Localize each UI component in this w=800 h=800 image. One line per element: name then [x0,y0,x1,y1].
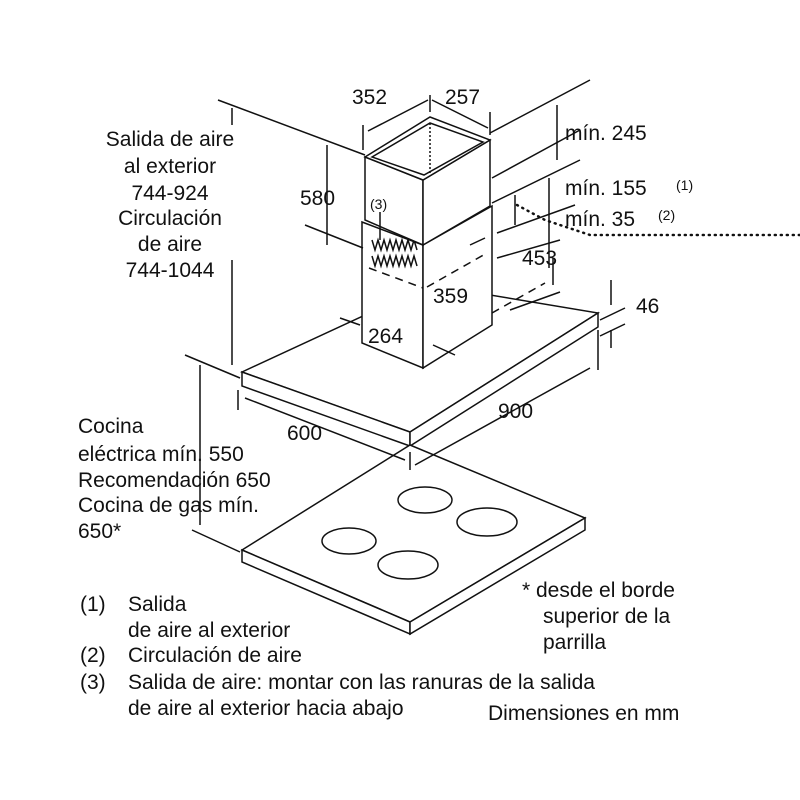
footnote-ref-2: (2) [658,207,675,223]
label-line: Cocina de gas mín. [78,494,259,517]
dim-453: 453 [522,247,557,270]
burner [321,527,377,555]
chimney-height-label: Salida de aire al exterior 744-924 Circu… [106,128,234,282]
legend-text: Salida [128,593,187,616]
units-note: Dimensiones en mm [488,702,679,725]
dim-46: 46 [636,295,659,318]
legend-text: de aire al exterior hacia abajo [128,697,404,720]
label-line: de aire [138,233,202,256]
chimney-lower [361,204,546,370]
dimension-lines [184,79,800,553]
dim-900: 900 [498,400,533,423]
legend-text: Circulación de aire [128,644,302,667]
footnote-ref-1: (1) [676,177,693,193]
star-footnote: * desde el borde superior de la parrilla [522,579,675,654]
label-line: 744-1044 [126,259,215,282]
label-line: Cocina [78,415,144,438]
dim-min-155: mín. 155 [565,177,647,200]
label-line: Salida de aire [106,128,234,151]
label-line: 650* [78,520,121,543]
dim-257: 257 [445,86,480,109]
label-line: al exterior [124,155,216,178]
air-outlet-slots [371,237,418,269]
label-line: Circulación [118,207,222,230]
legend-text: Salida de aire: montar con las ranuras d… [128,671,595,694]
burner [377,550,439,580]
label-line: parrilla [543,631,606,654]
dim-600: 600 [287,422,322,445]
legend-number: (2) [80,644,106,667]
label-line: superior de la [543,605,671,628]
callout-3: (3) [370,196,387,212]
dim-359: 359 [433,285,468,308]
legend-number: (1) [80,593,106,616]
dim-264: 264 [368,325,403,348]
label-line: eléctrica mín. 550 [78,443,244,466]
legend: (1) Salida de aire al exterior (2) Circu… [80,593,679,725]
burner [397,486,453,514]
label-line: Recomendación 650 [78,469,271,492]
dimension-labels: 352 257 mín. 245 580 (3) mín. 155 (1) mí… [287,86,693,445]
label-line: * desde el borde [522,579,675,602]
dim-352: 352 [352,86,387,109]
legend-number: (3) [80,671,106,694]
legend-text: de aire al exterior [128,619,290,642]
dim-min-35: mín. 35 [565,208,635,231]
dim-min-245: mín. 245 [565,122,647,145]
label-line: 744-924 [131,182,208,205]
cooktop-distance-label: Cocina eléctrica mín. 550 Recomendación … [78,415,271,543]
burner [456,507,518,537]
dim-580: 580 [300,187,335,210]
cooktop [240,444,587,636]
